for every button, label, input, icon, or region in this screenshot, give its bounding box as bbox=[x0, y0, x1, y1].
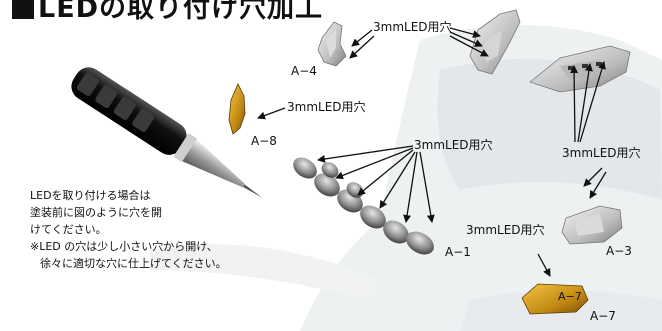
note-line-2: 塗装前に図のように穴を開 bbox=[30, 206, 162, 219]
page-heading: LEDの取り付け穴加工 bbox=[12, 0, 323, 25]
part-a4-illustration bbox=[317, 21, 347, 67]
note-line-1: LEDを取り付ける場合は bbox=[30, 189, 151, 202]
label-hole-a1: 3mmLED用穴 bbox=[414, 138, 493, 152]
note-line-3: けてください。 bbox=[30, 223, 107, 236]
heading-square-bullet bbox=[12, 0, 34, 19]
part-label-a7-inner: A−7 bbox=[558, 290, 582, 303]
label-hole-right: 3mmLED用穴 bbox=[562, 146, 641, 160]
part-a3-illustration bbox=[561, 205, 623, 245]
label-hole-a8: 3mmLED用穴 bbox=[287, 100, 366, 114]
note-line-4: ※LED の穴は少し小さい穴から開け、 bbox=[30, 240, 218, 253]
instruction-note: LEDを取り付ける場合は 塗装前に図のように穴を開 けてください。 ※LED の… bbox=[30, 187, 227, 272]
part-a7-illustration bbox=[521, 283, 589, 315]
part-wing-illustration bbox=[529, 45, 631, 93]
drill-tool-icon bbox=[71, 67, 263, 198]
part-top-illustration bbox=[469, 9, 521, 75]
label-hole-a7: 3mmLED用穴 bbox=[466, 223, 545, 237]
part-label-a1: A−1 bbox=[445, 245, 471, 259]
label-hole-top: 3mmLED用穴 bbox=[373, 20, 452, 34]
note-line-5: 徐々に適切な穴に仕上げてください。 bbox=[40, 257, 227, 270]
part-a8-illustration bbox=[228, 83, 246, 135]
part-label-a8: A−8 bbox=[251, 134, 277, 148]
part-label-a4: A−4 bbox=[291, 64, 317, 78]
part-label-a3: A−3 bbox=[606, 244, 632, 258]
part-label-a7: A−7 bbox=[590, 309, 616, 323]
part-a1-illustration bbox=[293, 157, 434, 255]
heading-text: LEDの取り付け穴加工 bbox=[38, 0, 324, 24]
pointer-arrows bbox=[257, 27, 607, 277]
